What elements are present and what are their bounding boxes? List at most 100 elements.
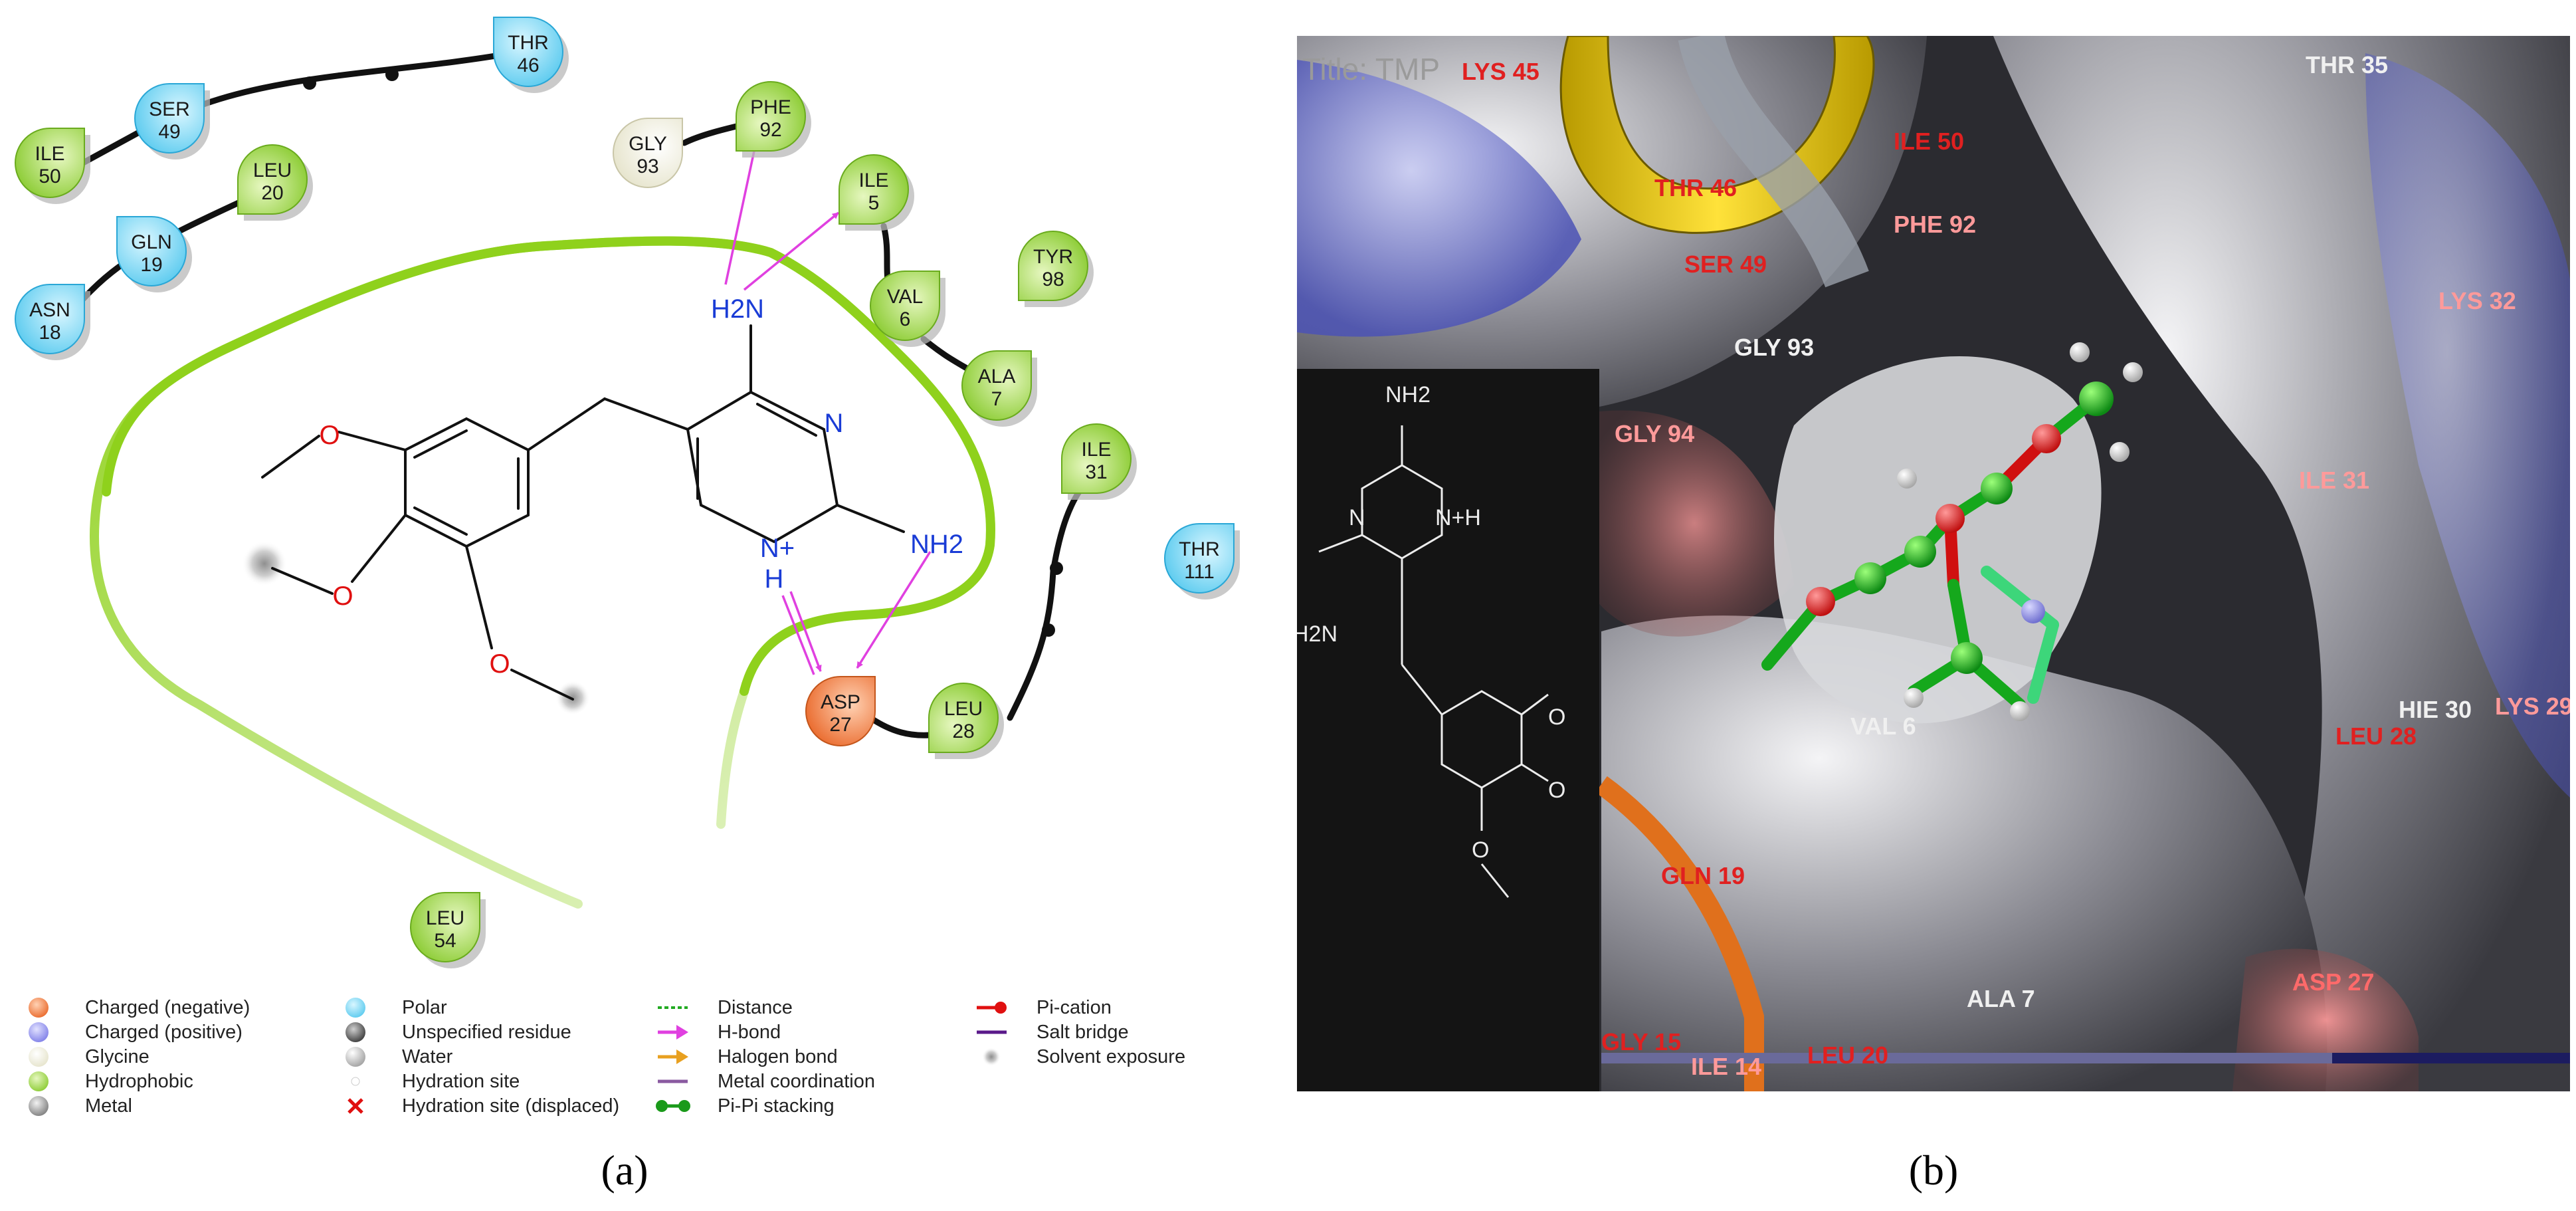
- inset-2d-structure: [1318, 425, 1549, 898]
- legend-label: Hydration site (displaced): [402, 1095, 619, 1117]
- legend-swatch: [29, 1022, 49, 1042]
- residue-shape: [410, 892, 480, 962]
- legend-label: Charged (negative): [85, 997, 250, 1018]
- residue-shape: [961, 350, 1032, 421]
- residue-number: 27: [829, 714, 851, 736]
- inset-o2: O: [1548, 778, 1565, 803]
- viewer-scrollbar-thumb[interactable]: [1601, 1053, 2332, 1063]
- legend-swatch-dot: [995, 1002, 1007, 1014]
- residue-name: ASP: [821, 691, 860, 713]
- legend-item: Distance: [658, 997, 793, 1018]
- residue-number: 98: [1042, 269, 1064, 290]
- residue-number: 111: [1184, 561, 1215, 583]
- residue-number: 50: [39, 165, 60, 187]
- residue-number: 92: [759, 119, 781, 141]
- legend-item: Metal coordination: [658, 1071, 875, 1092]
- residue-shape: [1018, 231, 1088, 301]
- legend-label: Halogen bond: [718, 1046, 838, 1067]
- residue-number: 20: [261, 182, 283, 204]
- ligand-atom-labels: H2N N NH2 N+ H O O O: [319, 294, 963, 679]
- solvent-exposure-marks: [242, 541, 590, 715]
- legend-swatch: [29, 1096, 49, 1116]
- backbone-dots: [303, 68, 1063, 637]
- legend-label: Distance: [718, 997, 793, 1018]
- residue-label-3d: PHE 92: [1894, 211, 1976, 238]
- residue-shape: [1061, 423, 1132, 494]
- legend-item: Hydrophobic: [29, 1071, 193, 1092]
- residue-name: VAL: [887, 286, 923, 308]
- legend-label: Pi-cation: [1037, 997, 1112, 1018]
- ligand-3d: [1761, 342, 2143, 721]
- legend-item: Salt bridge: [977, 1022, 1129, 1043]
- residue-name: THR: [508, 32, 549, 54]
- legend-label: Hydrophobic: [85, 1071, 193, 1092]
- residue-label-3d: LYS 29: [2495, 693, 2573, 720]
- residue-name: GLN: [131, 231, 172, 253]
- ligand-structure: [261, 324, 905, 701]
- legend-item: H-bond: [658, 1022, 781, 1043]
- residue-label-3d: THR 35: [2306, 51, 2388, 78]
- residue-shape: [493, 17, 563, 87]
- residue-number: 46: [517, 55, 539, 76]
- residue-number: 93: [637, 156, 658, 177]
- legend-swatch: [346, 1047, 365, 1067]
- residue-number: 49: [158, 121, 180, 143]
- residue-label-3d: LEU 20: [1807, 1042, 1888, 1069]
- panel-b-caption: (b): [1909, 1147, 1959, 1194]
- residue-label-3d: SER 49: [1684, 251, 1767, 278]
- residue-number: 5: [868, 192, 880, 214]
- atom-o-middle: O: [332, 582, 353, 611]
- legend-item: Pi-cation: [977, 997, 1112, 1018]
- residue-name: ALA: [978, 366, 1016, 387]
- panel-b-3d-view: NH2 N N+H H2N O O O Title: TMP LYS 45THR…: [1292, 36, 2573, 1194]
- legend-label: Pi-Pi stacking: [718, 1095, 835, 1117]
- binding-pocket-outline-strong: [102, 236, 995, 696]
- coil-orange: [1595, 776, 1764, 1091]
- residue-shape: [736, 81, 806, 152]
- residue-number: 31: [1085, 461, 1107, 483]
- panel-a-caption: (a): [601, 1147, 648, 1194]
- surface-blue-right: [2365, 53, 2570, 798]
- legend-label: Metal: [85, 1095, 132, 1117]
- residue-label-3d: ILE 50: [1894, 128, 1964, 155]
- residue-name: ILE: [35, 143, 64, 165]
- inset-2d-panel: [1297, 369, 1599, 1091]
- inset-o1: O: [1548, 705, 1565, 730]
- legend-label: Unspecified residue: [402, 1022, 571, 1043]
- atom-h2n-top: H2N: [711, 294, 764, 324]
- coil-gray: [1678, 36, 1869, 288]
- legend-label: H-bond: [718, 1022, 781, 1043]
- residue-label-3d: HIE 30: [2399, 696, 2472, 723]
- residue-label-3d: GLN 19: [1661, 862, 1745, 889]
- legend-label: Salt bridge: [1037, 1022, 1129, 1043]
- residue-number: 7: [991, 388, 1003, 410]
- legend-swatch-head: [676, 1025, 688, 1040]
- inset-h2n: H2N: [1292, 621, 1338, 647]
- residue-name: LEU: [944, 698, 983, 720]
- residue-shape: [116, 216, 187, 286]
- legend-label: Glycine: [85, 1046, 149, 1067]
- legend-swatch-dot: [656, 1100, 668, 1112]
- legend-swatch: [346, 998, 365, 1018]
- residue-name: GLY: [629, 133, 667, 155]
- residue-number: 54: [434, 930, 456, 952]
- legend-swatch: [346, 1022, 365, 1042]
- residue-shape: [805, 676, 876, 746]
- residue-shape: [928, 683, 999, 753]
